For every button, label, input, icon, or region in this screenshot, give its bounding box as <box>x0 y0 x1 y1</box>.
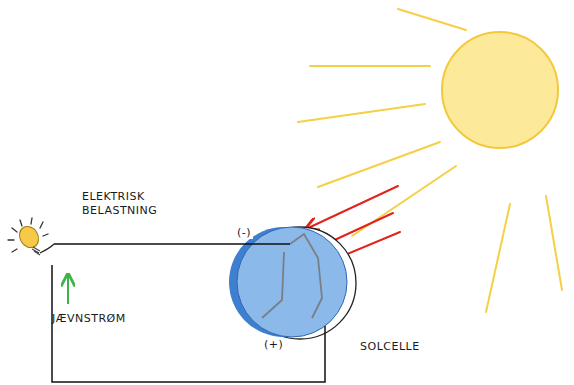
polarity-label: (-) <box>235 226 253 239</box>
wire-stub <box>232 243 290 245</box>
light-ray <box>31 218 32 224</box>
node-label: ELEKTRISK BELASTNING <box>82 190 170 218</box>
current-label: JÆVNSTRØM <box>52 312 126 325</box>
cell-grid <box>262 234 322 318</box>
solar-cell: SOLCELLE <box>232 222 358 340</box>
light-ray <box>40 222 43 228</box>
sun-disc <box>442 32 558 148</box>
bulb-outline <box>10 220 54 265</box>
wire-stub <box>324 326 326 340</box>
light-ray <box>12 228 17 232</box>
light-ray <box>20 220 22 226</box>
current-arrow <box>67 274 69 304</box>
light-ray <box>12 249 17 252</box>
node-label: SOLCELLE <box>360 340 450 354</box>
cell-outline <box>232 222 358 340</box>
load-bulb: ELEKTRISK BELASTNING <box>10 220 54 265</box>
polarity-label: (+) <box>262 338 285 351</box>
light-ray <box>8 239 14 240</box>
circuit-wire <box>54 243 232 245</box>
bulb-lead <box>40 244 54 253</box>
bulb-base <box>32 247 40 255</box>
bulb-glass <box>16 223 43 251</box>
light-ray <box>43 234 48 236</box>
